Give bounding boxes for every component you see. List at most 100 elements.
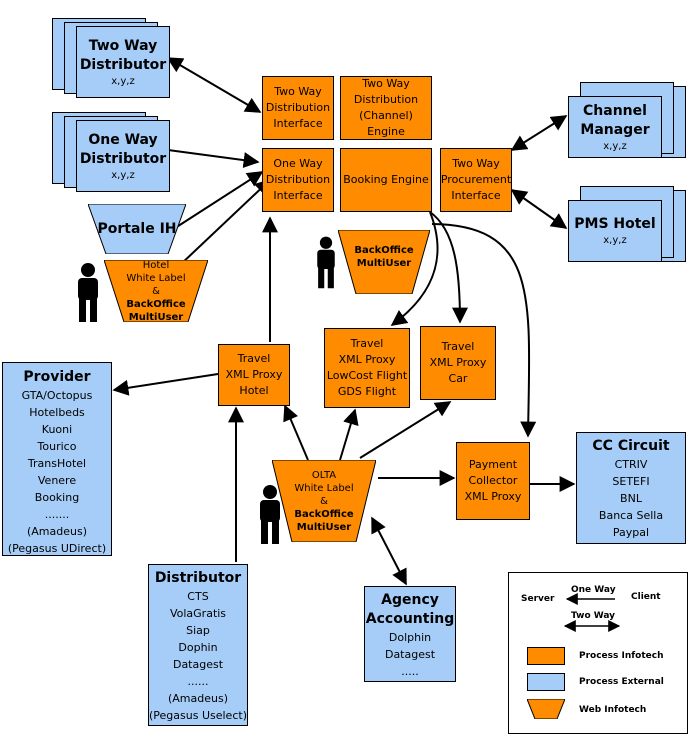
pms-hotel-sub: x,y,z [603,235,627,246]
agency-item: Datagest [384,648,436,661]
backoffice-l2: MultiUser [356,258,412,269]
twd-interface-l3: Interface [273,117,323,130]
two-way-distributor: Two Way Distributor x,y,z [52,18,170,98]
legend-process-external: Process External [579,677,664,687]
provider-item: Tourico [37,440,77,453]
channel-manager-sub: x,y,z [603,140,627,152]
payment-l1: Payment [468,458,518,471]
travel-xml-proxy-hotel: Travel XML Proxy Hotel [218,344,290,406]
olta-l4: BackOffice [294,508,354,520]
backoffice-multiuser: BackOffice MultiUser [338,230,430,294]
distributor-item: (Pegasus Uselect) [149,709,247,722]
pms-hotel: PMS Hotel x,y,z [568,182,686,262]
provider-title: Provider [23,369,91,385]
olta-l1: OLTA [311,469,337,481]
olta-white-label: OLTA White Label & BackOffice MultiUser [272,460,376,542]
cc-circuit-title: CC Circuit [592,438,670,454]
payment-collector: Payment Collector XML Proxy [456,442,530,520]
txp-lowcost-l1: Travel [350,337,384,350]
channel-manager: Channel Manager x,y,z [568,78,686,158]
travel-xml-proxy-car: Travel XML Proxy Car [420,326,496,400]
hotel-wl-l4: BackOffice [126,298,186,310]
one-way-distributor-sub: x,y,z [111,169,135,181]
distributor-item: (Amadeus) [167,692,229,705]
twd-interface-l2: Distribution [265,101,331,114]
provider-item: Venere [37,474,77,487]
distributor: Distributor CTS VolaGratis Siap Dophin D… [148,564,248,726]
person-icon [317,236,335,289]
two-way-procurement-interface: Two Way Procurement Interface [440,148,512,212]
agency-item: Dolphin [388,631,432,644]
owd-interface-l3: Interface [273,189,323,202]
provider-item: Hotelbeds [29,406,85,419]
two-way-distributor-title: Two Way Distributor [79,37,167,73]
cc-circuit-item: Banca Sella [598,509,664,522]
twp-interface-l1: Two Way [452,157,500,170]
distributor-item: VolaGratis [169,607,227,620]
legend-swatch-external [527,673,565,691]
cc-circuit-item: SETEFI [612,475,650,488]
travel-xml-proxy-lowcost: Travel XML Proxy LowCost Flight GDS Flig… [324,328,410,408]
provider-item: ....... [44,508,70,521]
booking-engine: Booking Engine [340,148,432,212]
twp-interface-l2: Procurement [440,173,512,186]
payment-l3: XML Proxy [464,490,522,503]
provider-item: (Pegasus UDirect) [7,542,107,555]
provider-item: Booking [34,491,80,504]
txp-hotel-l2: XML Proxy [225,368,283,381]
booking-engine-label: Booking Engine [343,173,429,186]
backoffice-l1: BackOffice [354,245,414,256]
person-icon [260,485,280,544]
txp-car-l1: Travel [441,340,475,353]
hotel-wl-l2: White Label [126,272,186,284]
agency-item: ..... [401,665,419,678]
distributor-title: Distributor [154,570,242,586]
txp-lowcost-l4: GDS Flight [337,385,397,398]
txp-hotel-l1: Travel [237,352,271,365]
agency-accounting: Agency Accounting Dolphin Datagest ..... [364,586,456,682]
hotel-wl-l1: Hotel [142,259,170,271]
legend: One Way Server Client Two Way Process In… [508,572,688,734]
agency-title: Agency Accounting [365,592,455,627]
twd-interface-l1: Two Way [274,85,322,98]
distributor-item: CTS [187,590,209,603]
provider: Provider GTA/Octopus Hotelbeds Kuoni Tou… [2,362,112,556]
hotel-wl-l3: & [152,285,160,297]
distributor-item: Dophin [178,641,218,654]
owd-interface-l1: One Way [273,157,323,170]
legend-arrows [563,593,621,632]
txp-car-l2: XML Proxy [429,356,487,369]
txp-hotel-l3: Hotel [239,384,269,397]
person-icon [78,263,98,322]
hotel-wl-l5: MultiUser [128,311,184,323]
distributor-item: ...... [187,675,209,688]
provider-item: TransHotel [27,457,87,470]
txp-lowcost-l2: XML Proxy [338,353,396,366]
cc-circuit: CC Circuit CTRIV SETEFI BNL Banca Sella … [576,432,686,544]
txp-lowcost-l3: LowCost Flight [326,369,408,382]
distributor-item: Datagest [172,658,224,671]
legend-process-infotech: Process Infotech [579,651,664,661]
distributor-item: Siap [186,624,210,637]
olta-l5: MultiUser [296,521,352,533]
portale-ih-title: Portale IH [97,220,177,237]
legend-web-infotech: Web Infotech [579,705,647,715]
two-way-distribution-interface: Two Way Distribution Interface [262,76,334,140]
two-way-distributor-sub: x,y,z [111,75,135,87]
twd-engine-l1: Two Way [362,77,410,90]
one-way-distributor-title: One Way Distributor [79,131,167,167]
owd-interface-l2: Distribution [265,173,331,186]
legend-one-way: One Way [571,585,616,595]
one-way-distributor: One Way Distributor x,y,z [52,112,170,192]
legend-swatch-infotech [527,647,565,665]
cc-circuit-item: BNL [620,492,642,505]
portale-ih: Portale IH [88,204,186,254]
hotel-white-label: Hotel White Label & BackOffice MultiUser [104,259,208,323]
legend-client: Client [631,592,661,602]
provider-item: Kuoni [41,423,73,436]
one-way-distribution-interface: One Way Distribution Interface [262,148,334,212]
channel-manager-title: Channel Manager [580,102,650,138]
cc-circuit-item: CTRIV [614,458,648,471]
payment-l2: Collector [468,474,518,487]
